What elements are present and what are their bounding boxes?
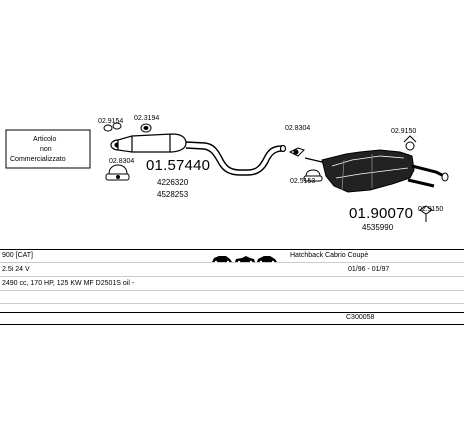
note-line-2: non: [40, 146, 52, 153]
part-number[interactable]: 01.90070: [349, 205, 414, 222]
note-box-frame: [5, 129, 91, 169]
catalog-code: C300058: [346, 314, 375, 321]
engine: 2.5i 24 V: [2, 266, 30, 273]
part-code[interactable]: 02.3194: [134, 115, 160, 122]
part-code[interactable]: 02.5153: [290, 178, 316, 185]
production-dates: 01/96 - 01/97: [348, 266, 390, 273]
mid-top-clamp: [140, 123, 152, 133]
part-code[interactable]: 02.8304: [109, 158, 135, 165]
part-code[interactable]: 02.9154: [98, 118, 124, 125]
reference-number: 4226320: [157, 178, 189, 187]
note-line-1: Articolo: [33, 136, 57, 143]
note-line-3: Commercializzato: [10, 156, 66, 163]
part-code[interactable]: 02.9150: [418, 206, 444, 213]
engine-spec: 2490 cc, 170 HP, 125 KW MF D2501S oil -: [2, 280, 135, 287]
rear-silencer-assembly: [288, 135, 449, 222]
left-clamps: [103, 122, 130, 181]
body-types: Hatchback Cabrio Coupè: [290, 252, 369, 259]
reference-number: 4535990: [362, 223, 394, 232]
part-code[interactable]: 02.8304: [285, 125, 311, 132]
reference-number: 4528253: [157, 190, 189, 199]
vehicle-model: 900 [CAT]: [2, 252, 33, 259]
middle-silencer-assembly: [110, 133, 287, 176]
part-code[interactable]: 02.9150: [391, 128, 417, 135]
part-number[interactable]: 01.57440: [146, 157, 211, 174]
